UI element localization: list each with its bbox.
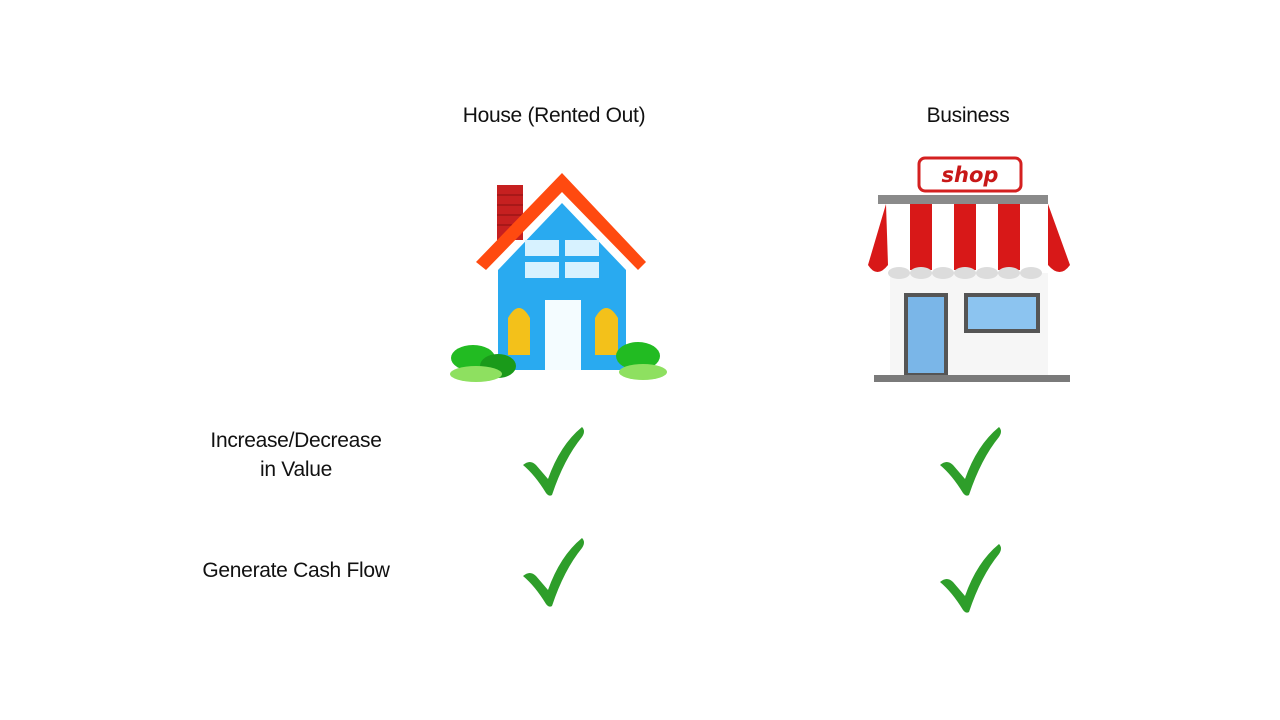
row-label-line: Increase/Decrease: [210, 429, 382, 452]
check-icon: [940, 544, 1001, 613]
row-label-value: Increase/Decrease in Value: [166, 426, 426, 484]
row-label-cashflow: Generate Cash Flow: [166, 556, 426, 585]
shop-sign-text: shop: [942, 163, 999, 187]
row-label-line: Generate Cash Flow: [202, 559, 390, 582]
house-icon: [450, 173, 667, 382]
row-label-line: in Value: [260, 458, 332, 481]
column-header-house: House (Rented Out): [462, 104, 646, 127]
column-header-business: Business: [926, 104, 1010, 127]
check-icon: [940, 427, 1001, 496]
check-icon: [523, 427, 584, 496]
shop-icon: shop: [868, 156, 1070, 382]
check-icon: [523, 538, 584, 607]
